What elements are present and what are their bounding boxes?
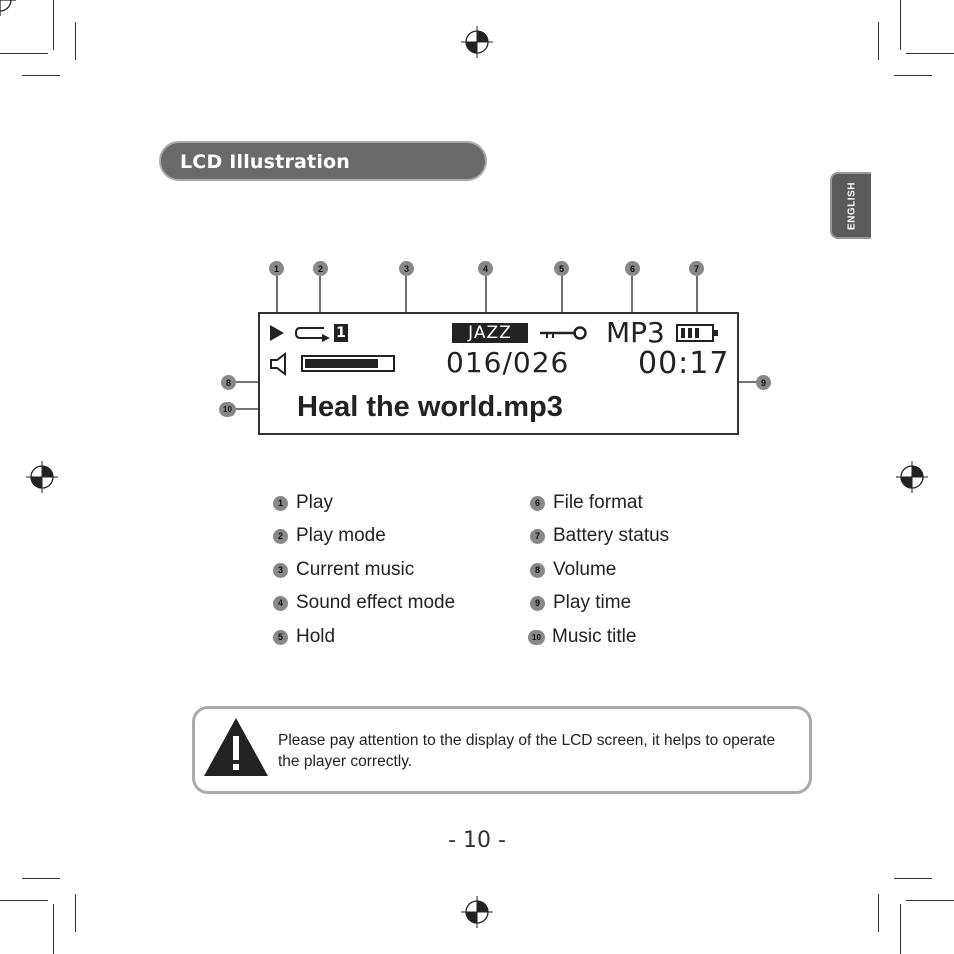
legend-item-current-music: 3 Current music	[273, 559, 414, 581]
legend-item-play: 1 Play	[273, 492, 333, 514]
play-time: 00:17	[638, 346, 730, 381]
music-title: Heal the world.mp3	[297, 391, 563, 423]
legend-item-battery-status: 7 Battery status	[530, 525, 669, 547]
callout-7: 7	[689, 261, 704, 276]
hold-key-icon	[540, 326, 587, 340]
page-number: - 10 -	[448, 828, 506, 853]
legend-item-volume: 8 Volume	[530, 559, 616, 581]
play-icon	[270, 325, 284, 341]
legend-item-play-time: 9 Play time	[530, 592, 631, 614]
volume-bar-fill	[305, 359, 378, 368]
legend-item-sound-effect-mode: 4 Sound effect mode	[273, 592, 455, 614]
section-title: LCD Illustration	[180, 151, 351, 173]
battery-bar	[681, 328, 685, 338]
file-format-label: MP3	[606, 316, 665, 349]
warning-triangle-icon	[204, 718, 268, 776]
sound-effect-label: JAZZ	[452, 323, 528, 343]
legend-item-file-format: 6 File format	[530, 492, 643, 514]
language-tab: ENGLISH	[830, 172, 871, 239]
callout-8: 8	[221, 375, 236, 390]
track-counter: 016/026	[446, 346, 570, 379]
callout-1: 1	[269, 261, 284, 276]
volume-bar	[301, 355, 395, 372]
legend-item-play-mode: 2 Play mode	[273, 525, 386, 547]
battery-bar	[688, 328, 692, 338]
repeat-mode-indicator: 1	[334, 324, 348, 342]
callout-10: 10	[219, 402, 236, 417]
section-title-pill: LCD Illustration	[159, 141, 487, 181]
battery-bar	[695, 328, 699, 338]
callout-2: 2	[313, 261, 328, 276]
legend-item-music-title: 10 Music title	[528, 626, 636, 648]
legend-item-hold: 5 Hold	[273, 626, 335, 648]
callout-9: 9	[756, 375, 771, 390]
callout-3: 3	[399, 261, 414, 276]
callout-5: 5	[554, 261, 569, 276]
warning-box	[192, 706, 812, 794]
speaker-icon	[270, 352, 286, 376]
callout-4: 4	[478, 261, 493, 276]
warning-text: Please pay attention to the display of t…	[278, 732, 776, 770]
battery-icon	[676, 324, 718, 342]
callout-6: 6	[625, 261, 640, 276]
repeat-icon	[294, 327, 330, 342]
